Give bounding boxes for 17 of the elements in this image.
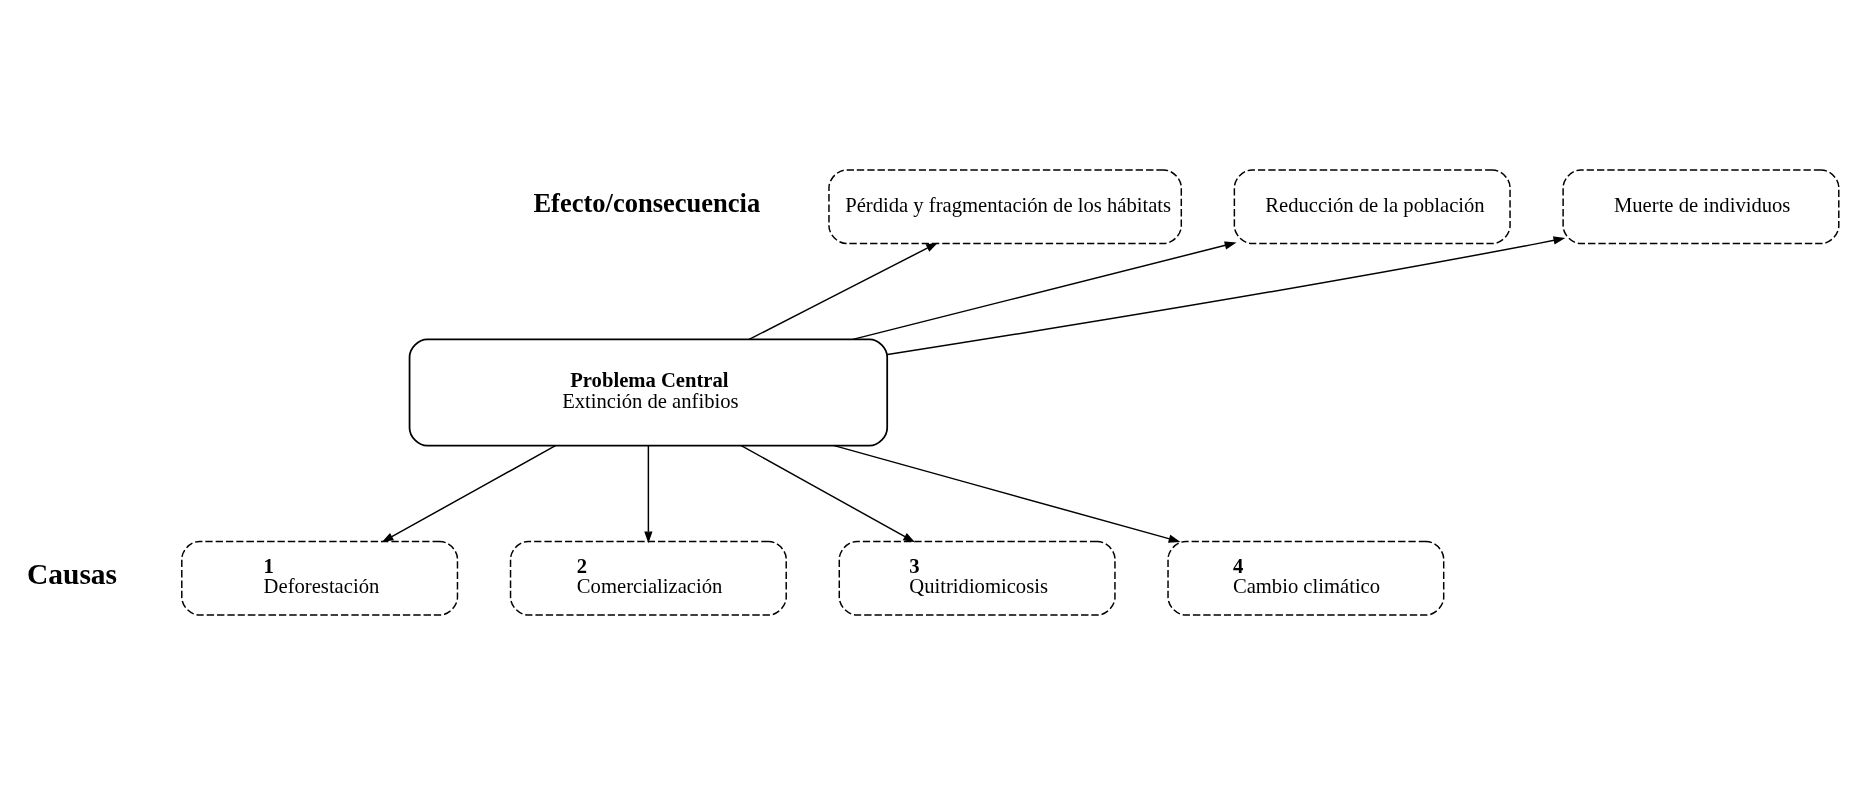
arrow bbox=[833, 444, 1181, 543]
node-box: 1 Deforestación bbox=[181, 540, 459, 616]
arrow bbox=[852, 241, 1237, 341]
label: Efecto/consecuencia bbox=[533, 187, 761, 218]
node-box: Pérdida y fragmentación de los hábitats bbox=[828, 169, 1183, 245]
label: Causas bbox=[27, 558, 118, 591]
arrow bbox=[381, 444, 557, 543]
node-box: Reducción de la población bbox=[1233, 169, 1511, 245]
node-box: Muerte de individuos bbox=[1562, 169, 1840, 245]
arrow bbox=[740, 444, 916, 543]
node-box: 2 Comercialización bbox=[509, 540, 787, 616]
node-box: Problema Central Extinción de anfibios bbox=[408, 338, 889, 447]
arrow bbox=[644, 445, 653, 544]
node-box: 3 Quitridiomicosis bbox=[838, 540, 1116, 616]
arrow bbox=[886, 236, 1566, 356]
arrow bbox=[748, 242, 938, 341]
node-box: 4 Cambio climático bbox=[1167, 540, 1445, 616]
